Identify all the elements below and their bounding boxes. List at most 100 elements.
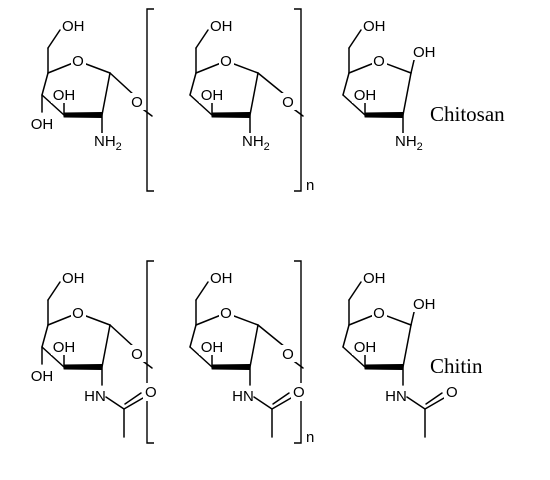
- chitin-label: Chitin: [430, 354, 483, 378]
- label-backdrop: [92, 133, 126, 153]
- label-backdrop: [82, 386, 108, 404]
- ring-bond: [41, 346, 65, 368]
- carbonyl-bond: [271, 397, 292, 410]
- hydroxyl-label: OH: [210, 270, 233, 287]
- label-backdrop: [130, 345, 145, 362]
- front-edge-bond: [211, 364, 251, 370]
- front-edge-bond: [63, 364, 103, 370]
- label-backdrop: [51, 338, 77, 355]
- carbonyl-bond: [124, 392, 142, 405]
- ch2-bond: [195, 29, 209, 49]
- label-backdrop: [372, 302, 387, 320]
- label-backdrop: [219, 302, 234, 320]
- hydroxyl-label: OH: [201, 339, 224, 356]
- label-backdrop: [28, 114, 56, 132]
- label-backdrop: [130, 93, 145, 110]
- carbonyl-bond: [272, 392, 290, 405]
- ring-bond: [342, 94, 366, 116]
- label-backdrop: [199, 338, 225, 355]
- hydroxyl-label: OH: [363, 18, 386, 35]
- hydroxyl-label: OH: [62, 18, 85, 35]
- label-backdrop: [411, 42, 439, 60]
- ring-bond: [189, 72, 197, 96]
- label-backdrop: [240, 133, 274, 153]
- label-backdrop: [372, 50, 387, 68]
- ring-bond: [342, 324, 350, 348]
- ch2-bond: [47, 281, 61, 301]
- amine-label: NH2: [94, 133, 122, 153]
- hydroxyl-label: OH: [31, 116, 54, 133]
- label-backdrop: [281, 93, 296, 110]
- front-edge-bond: [211, 112, 251, 118]
- ring-oxygen: O: [373, 53, 385, 70]
- label-backdrop: [219, 50, 234, 68]
- ring-bond: [189, 346, 213, 368]
- acyl-bond: [253, 396, 273, 410]
- glycosidic-oxygen: O: [131, 346, 143, 363]
- hydroxyl-label: OH: [354, 339, 377, 356]
- amine-label: NH2: [242, 133, 270, 153]
- amine-subscript: 2: [116, 141, 122, 153]
- right-bracket: [294, 8, 302, 192]
- label-backdrop: [28, 366, 56, 384]
- ring-oxygen: O: [72, 53, 84, 70]
- hydroxyl-label: OH: [413, 296, 436, 313]
- label-backdrop: [352, 86, 378, 103]
- repeat-count: n: [306, 177, 314, 194]
- hydroxyl-label: OH: [210, 18, 233, 35]
- carbonyl-oxygen: O: [293, 384, 305, 401]
- carbonyl-oxygen: O: [145, 384, 157, 401]
- acetamide-nh-label: HN: [84, 388, 106, 405]
- carbonyl-oxygen: O: [446, 384, 458, 401]
- ch2-bond: [348, 29, 362, 49]
- front-edge-bond: [364, 364, 404, 370]
- left-bracket: [146, 8, 154, 192]
- label-backdrop: [143, 383, 158, 401]
- label-backdrop: [362, 268, 388, 286]
- label-backdrop: [51, 86, 77, 103]
- hydroxyl-label: OH: [62, 270, 85, 287]
- repeat-count: n: [306, 429, 314, 446]
- glycosidic-bond: [109, 72, 135, 96]
- ch2-bond: [47, 29, 61, 49]
- ring-bond: [101, 72, 111, 116]
- label-backdrop: [230, 386, 256, 404]
- glycosidic-bond: [109, 324, 135, 348]
- chitin-structure: O On Chitin: [109, 260, 483, 446]
- ring-bond: [101, 324, 111, 368]
- hydroxyl-label: OH: [31, 368, 54, 385]
- label-backdrop: [199, 86, 225, 103]
- chitosan-residue-3: O OH OH OH NH2: [342, 16, 439, 153]
- ring-oxygen: O: [220, 305, 232, 322]
- label-backdrop: [444, 383, 459, 401]
- label-backdrop: [209, 16, 235, 34]
- ring-bond: [402, 324, 412, 368]
- front-edge-bond: [63, 112, 103, 118]
- ring-bond: [249, 324, 259, 368]
- ring-oxygen: O: [72, 305, 84, 322]
- label-backdrop: [281, 345, 296, 362]
- acyl-bond: [105, 396, 125, 410]
- hydroxyl-label: OH: [363, 270, 386, 287]
- amine-label: NH2: [395, 133, 423, 153]
- ring-bond: [41, 324, 49, 348]
- front-edge-bond: [364, 112, 404, 118]
- label-backdrop: [291, 383, 306, 401]
- label-backdrop: [383, 386, 409, 404]
- ring-bond: [249, 72, 259, 116]
- right-bracket: [294, 260, 302, 444]
- acetamide-nh-label: HN: [232, 388, 254, 405]
- ch2-bond: [348, 281, 362, 301]
- carbonyl-bond: [123, 397, 144, 410]
- hydroxyl-label: OH: [354, 87, 377, 104]
- glycosidic-oxygen: O: [282, 94, 294, 111]
- hydroxyl-label: OH: [413, 44, 436, 61]
- label-backdrop: [71, 302, 86, 320]
- ring-oxygen: O: [373, 305, 385, 322]
- ring-bond: [342, 72, 350, 96]
- label-backdrop: [352, 338, 378, 355]
- label-backdrop: [393, 133, 427, 153]
- label-backdrop: [411, 294, 439, 312]
